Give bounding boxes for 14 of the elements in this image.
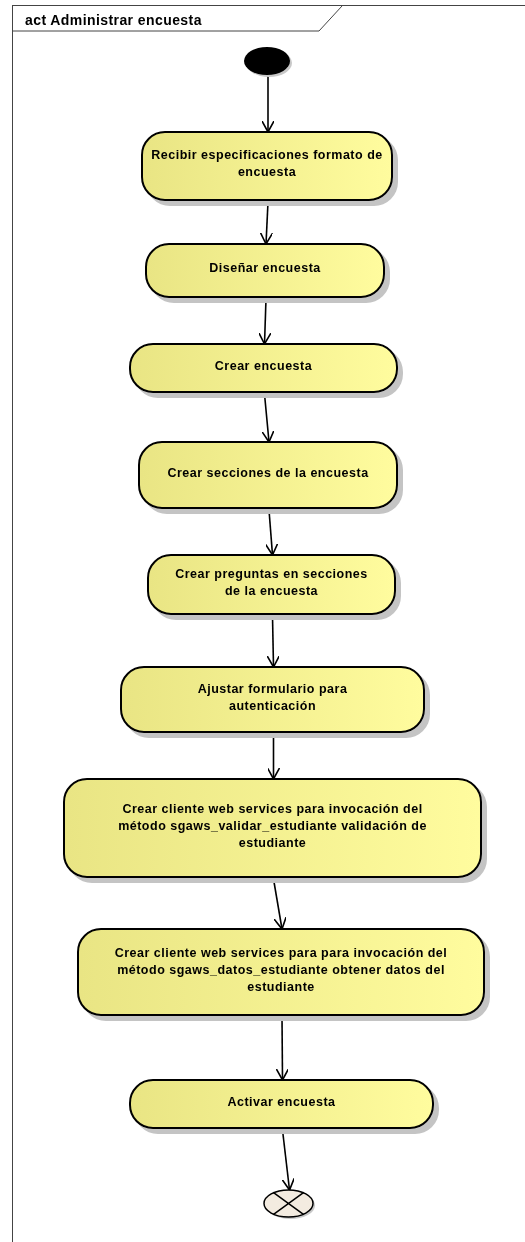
control-flow-arrow [261, 75, 275, 133]
action-label: Crear preguntas en secciones de la encuesta [174, 565, 369, 600]
action-label: Ajustar formulario para autenticación [196, 680, 349, 715]
action-label: Diseñar encuesta [209, 260, 321, 277]
action-label: Crear cliente web services para invocación del método sgaws_validar_estudiante validación de estudiante [117, 800, 428, 852]
action-label: Crear cliente web services para para invocación del método sgaws_datos_estudiante obtener datos del estudiante [113, 944, 449, 996]
frame-title: act Administrar encuesta [25, 11, 202, 30]
activity-frame [12, 5, 525, 1242]
initial-node [244, 47, 290, 75]
action-label: Crear encuesta [214, 357, 313, 375]
action-label: Recibir especificaciones formato de encuesta [150, 147, 384, 181]
action-label: Activar encuesta [227, 1093, 336, 1111]
action-label: Crear secciones de la encuesta [167, 464, 369, 482]
flow-final-node [263, 1189, 314, 1218]
